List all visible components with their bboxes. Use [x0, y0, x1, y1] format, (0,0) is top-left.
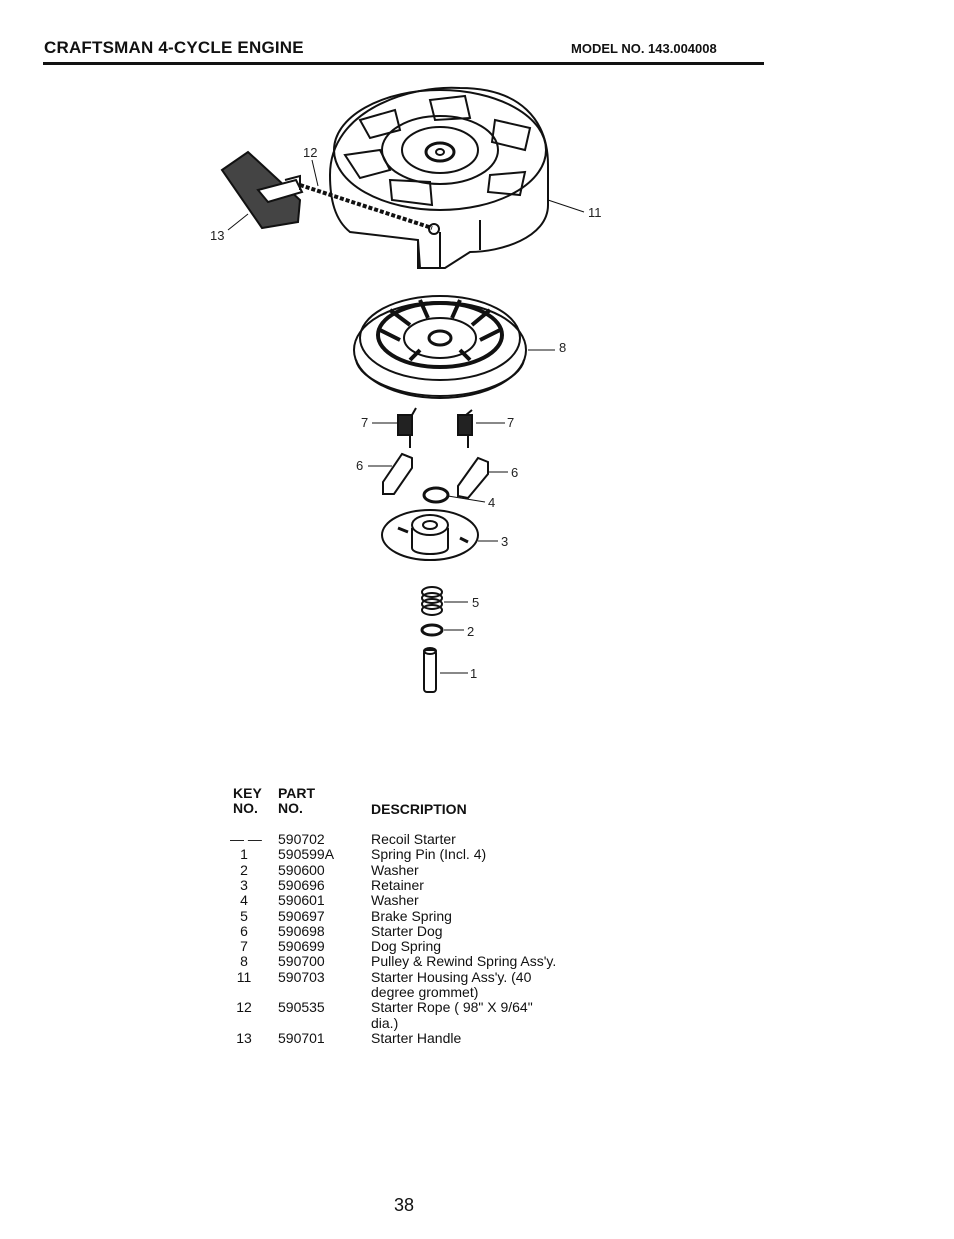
callout-2: 2 [467, 624, 474, 639]
key-no-cell: — — [230, 831, 262, 847]
callout-7-left: 7 [361, 415, 368, 430]
key-no-cell: 4 [240, 892, 248, 909]
model-number: MODEL NO. 143.004008 [571, 41, 717, 56]
key-no-cell: 8 [240, 953, 248, 970]
key-header-line1: KEY [233, 785, 262, 801]
table-row: 4 590601 Washer [0, 893, 954, 908]
part-no-cell: 590601 [278, 892, 325, 909]
part-no-cell: 590696 [278, 876, 325, 893]
description-cell: Washer [371, 861, 419, 878]
washer-4 [422, 486, 450, 504]
callout-8: 8 [559, 340, 566, 355]
table-row: degree grommet) [0, 985, 954, 1000]
header-rule [43, 62, 764, 65]
description-cell: Brake Spring [371, 907, 452, 924]
key-no-cell: 11 [236, 968, 252, 985]
part-no-cell: 590535 [278, 999, 325, 1016]
callout-5: 5 [472, 595, 479, 610]
part-no-cell: 590698 [278, 922, 325, 939]
part-no-cell: 590600 [278, 861, 325, 878]
table-row: dia.) [0, 1014, 954, 1031]
description-cell: Starter Dog [371, 922, 443, 939]
key-no-cell: 5 [240, 907, 248, 924]
table-row: 1 590599A Spring Pin (Incl. 4) [0, 847, 954, 862]
callout-6-left: 6 [356, 458, 363, 473]
description-cell: Starter Rope ( 98" X 9/64" [371, 999, 533, 1016]
key-no-cell: 3 [240, 876, 248, 893]
description-cell: Recoil Starter [371, 831, 456, 847]
key-no-cell: 13 [236, 1029, 252, 1046]
callout-4: 4 [488, 495, 495, 510]
table-row: 7 590699 Dog Spring [0, 939, 954, 954]
parts-diagram: 12 13 11 8 7 7 6 6 4 3 5 2 1 [210, 86, 602, 693]
callout-6-right: 6 [511, 465, 518, 480]
key-no-cell: 1 [240, 846, 248, 863]
callout-1: 1 [470, 666, 477, 681]
description-cell: Dog Spring [371, 938, 442, 955]
washer-2 [420, 623, 444, 637]
callout-3: 3 [501, 534, 508, 549]
part-header: PART NO. [278, 786, 315, 816]
dog-spring-right [457, 409, 473, 448]
description-cell: Retainer [371, 876, 424, 893]
part-header-line1: PART [278, 785, 316, 801]
pulley-rewind-spring [353, 295, 527, 399]
description-cell: Spring Pin (Incl. 4) [371, 846, 487, 863]
starter-dog-left [382, 452, 413, 495]
description-cell: Pulley & Rewind Spring Ass'y. [371, 953, 557, 970]
page-number: 38 [394, 1195, 415, 1215]
part-header-line2: NO. [278, 800, 303, 816]
description-cell: Starter Housing Ass'y. (40 [371, 968, 532, 985]
key-no-cell: 2 [240, 861, 248, 878]
table-row: — — 590702 Recoil Starter [0, 832, 954, 847]
description-cell: dia.) [371, 1014, 399, 1031]
table-row: 3 590696 Retainer [0, 876, 954, 893]
callout-12: 12 [303, 145, 317, 160]
callout-11: 11 [588, 205, 602, 220]
part-no-cell: 590697 [278, 907, 325, 924]
part-no-cell: 590703 [278, 968, 325, 985]
description-cell: Washer [371, 892, 419, 909]
part-no-cell: 590700 [278, 953, 325, 970]
page-title: CRAFTSMAN 4-CYCLE ENGINE [44, 38, 304, 57]
part-no-cell: 590702 [278, 831, 325, 847]
part-no-cell: 590699 [278, 938, 325, 955]
description-header: DESCRIPTION [371, 801, 467, 817]
starter-housing [328, 86, 549, 269]
callout-labels: 12 13 11 8 7 7 6 6 4 3 5 2 1 [210, 145, 602, 681]
description-cell: degree grommet) [371, 984, 479, 1000]
part-no-cell: 590701 [278, 1029, 325, 1046]
key-header-line2: NO. [233, 800, 258, 816]
spring-pin [423, 647, 437, 693]
starter-dog-right [457, 456, 489, 500]
table-row: 5 590697 Brake Spring [0, 907, 954, 924]
brake-spring [421, 586, 443, 616]
table-row: 2 590600 Washer [0, 861, 954, 878]
key-no-cell: 7 [240, 938, 248, 955]
dog-spring-left [397, 407, 417, 448]
description-cell: Starter Handle [371, 1029, 462, 1046]
starter-handle [220, 150, 304, 230]
part-no-cell: 590599A [278, 846, 335, 863]
key-no-cell: 12 [236, 999, 252, 1016]
table-row: 6 590698 Starter Dog [0, 922, 954, 939]
starter-rope [299, 183, 440, 235]
retainer [381, 509, 479, 561]
callout-7-right: 7 [507, 415, 514, 430]
table-row: 13 590701 Starter Handle [0, 1029, 954, 1046]
table-row: 11 590703 Starter Housing Ass'y. (40 [0, 968, 954, 985]
table-row: 8 590700 Pulley & Rewind Spring Ass'y. [0, 954, 954, 969]
key-no-cell: 6 [240, 922, 248, 939]
table-row: 12 590535 Starter Rope ( 98" X 9/64" [0, 1000, 954, 1015]
callout-13: 13 [210, 228, 224, 243]
key-header: KEY NO. [233, 786, 262, 816]
